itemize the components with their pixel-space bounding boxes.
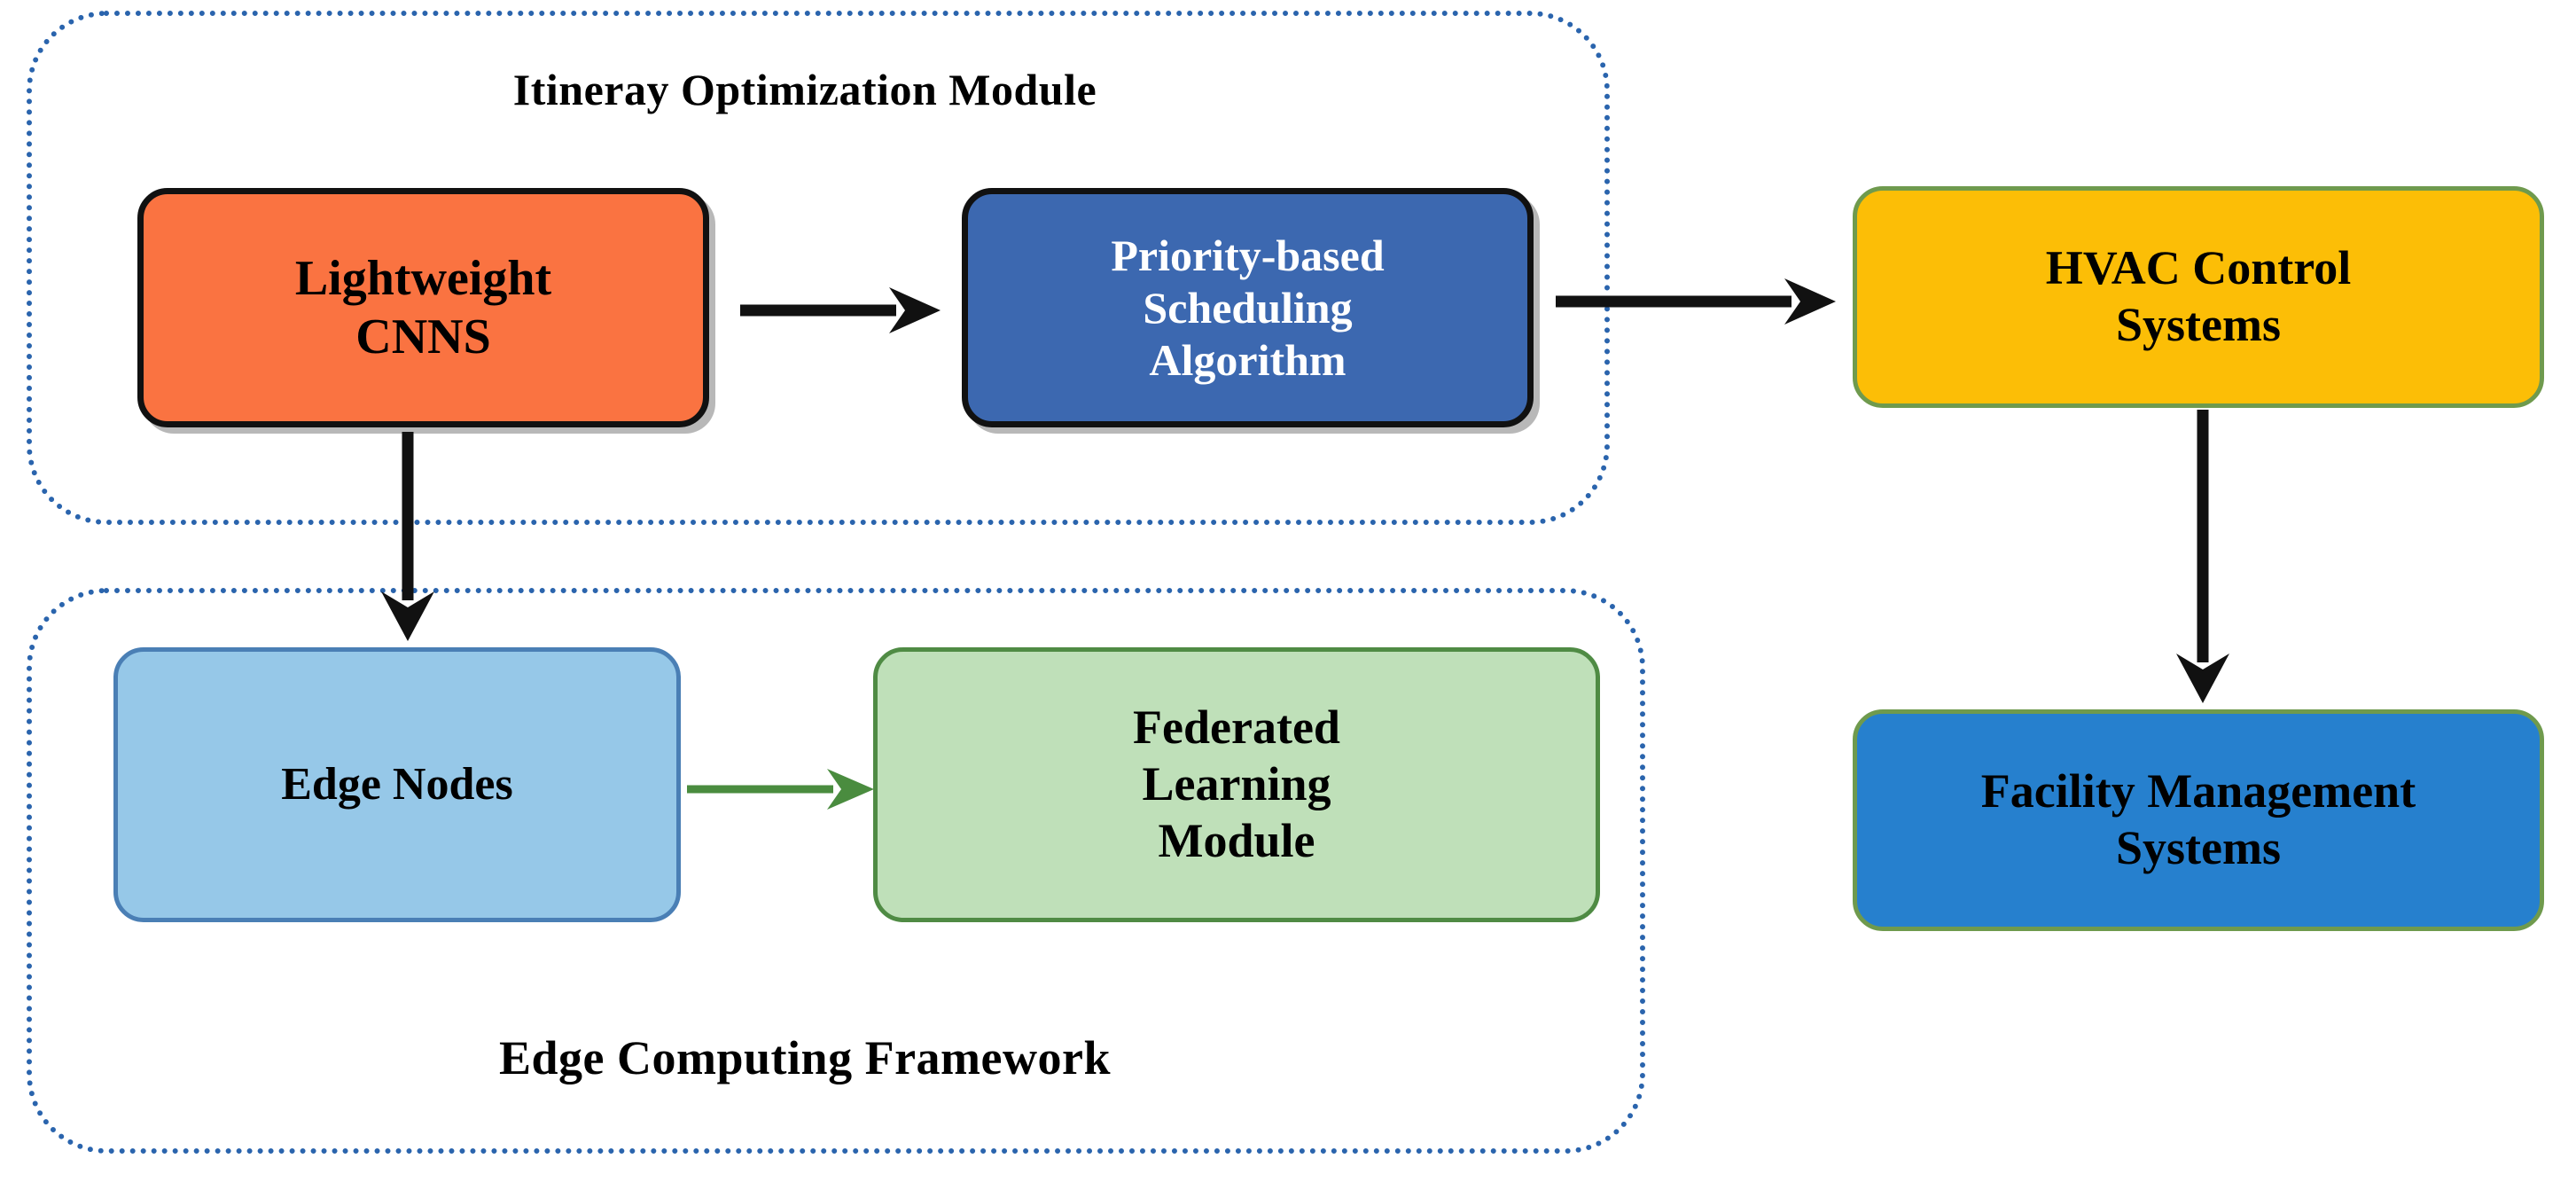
arrow-right-icon-edge-nodes-to-federated-learning — [687, 769, 874, 810]
arrow-down-icon-cnn-to-edge-nodes — [381, 432, 434, 641]
group-caption-itineray-optimization-module: Itineray Optimization Module — [512, 65, 1097, 114]
node-edge-nodes[interactable]: Edge Nodes — [113, 647, 681, 922]
group-itineray-optimization-module — [27, 11, 1610, 525]
node-priority-based-scheduling-algorithm[interactable]: Priority-based Scheduling Algorithm — [962, 188, 1534, 427]
arrow-right-icon-scheduler-to-hvac — [1556, 278, 1836, 325]
group-caption-edge-computing-framework: Edge Computing Framework — [499, 1031, 1111, 1084]
arrow-down-icon-hvac-to-facility-management — [2176, 410, 2229, 703]
group-edge-computing-framework — [27, 588, 1645, 1154]
node-federated-learning-module[interactable]: Federated Learning Module — [873, 647, 1600, 922]
arrow-right-icon-cnn-to-scheduler — [740, 287, 941, 333]
node-hvac-control-systems[interactable]: HVAC Control Systems — [1853, 186, 2544, 408]
node-facility-management-systems[interactable]: Facility Management Systems — [1853, 709, 2544, 931]
node-lightweight-cnns[interactable]: Lightweight CNNS — [137, 188, 709, 427]
